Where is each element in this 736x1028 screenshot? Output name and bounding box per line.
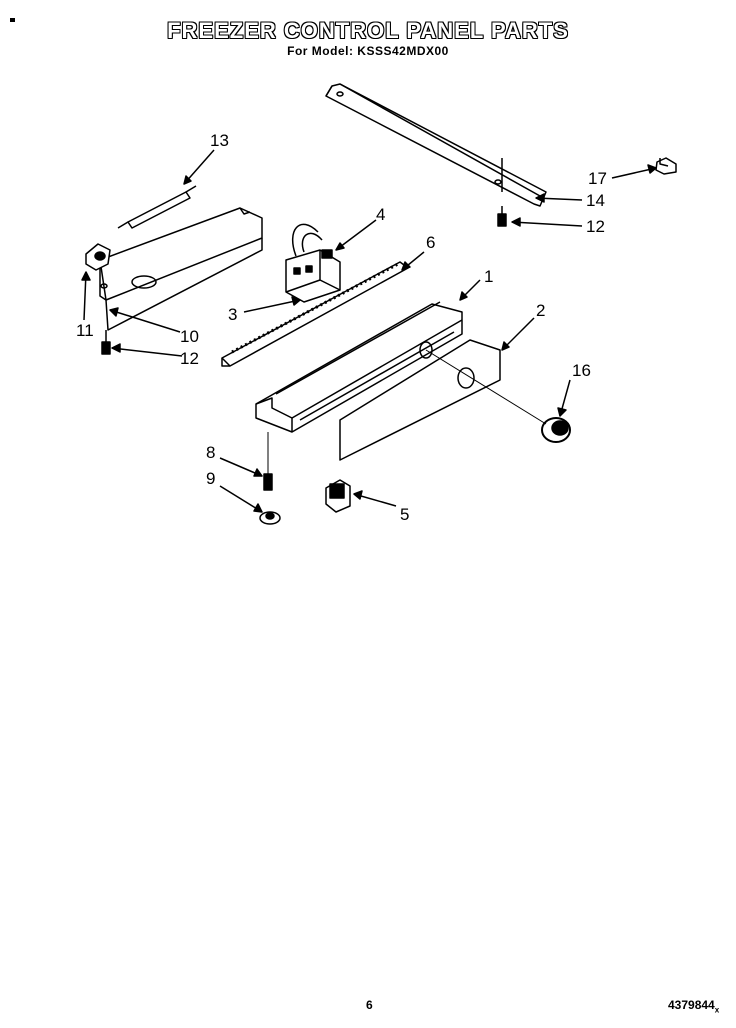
callout-4: 4 <box>376 205 385 224</box>
callout-6: 6 <box>426 233 435 252</box>
washer-part-9 <box>259 511 281 525</box>
switch-part-3 <box>285 223 341 303</box>
callout-14: 14 <box>586 191 605 210</box>
model-subtitle: For Model: KSSS42MDX00 <box>287 44 449 58</box>
callout-16: 16 <box>572 361 591 380</box>
callout-11: 11 <box>76 321 94 340</box>
callout-5: 5 <box>400 505 409 524</box>
page-corner-mark <box>10 18 15 22</box>
control-panel-housing-part-1 <box>255 301 463 433</box>
callout-12-top: 12 <box>586 217 605 236</box>
page-title: FREEZER CONTROL PANEL PARTS <box>167 18 569 43</box>
leader-lines <box>81 149 657 513</box>
document-code: 4379844x <box>668 998 719 1014</box>
callout-2: 2 <box>536 301 545 320</box>
callout-8: 8 <box>206 443 215 462</box>
callout-9: 9 <box>206 469 215 488</box>
knob-part-16 <box>425 349 571 443</box>
callout-10: 10 <box>180 327 199 346</box>
doc-code-main: 4379844 <box>668 998 715 1012</box>
page-number: 6 <box>366 998 373 1012</box>
left-channel-part-10 <box>99 207 263 331</box>
callout-13: 13 <box>210 131 229 150</box>
screw-part-12-left <box>101 330 111 355</box>
thermostat-bulb-part-13 <box>117 185 197 229</box>
thermostat-part-11 <box>85 243 111 271</box>
callout-3: 3 <box>228 305 237 324</box>
screw-part-4 <box>321 249 333 259</box>
callout-1: 1 <box>484 267 493 286</box>
screw-part-8 <box>263 432 273 491</box>
clip-part-17 <box>655 157 677 175</box>
top-bracket-part-14 <box>325 83 547 207</box>
doc-code-suffix: x <box>714 1005 720 1015</box>
callout-17: 17 <box>588 169 607 188</box>
screw-part-12-top <box>497 206 507 227</box>
callout-12-left: 12 <box>180 349 199 368</box>
socket-part-5 <box>325 479 351 513</box>
overlay-panel-part-2 <box>339 339 501 461</box>
